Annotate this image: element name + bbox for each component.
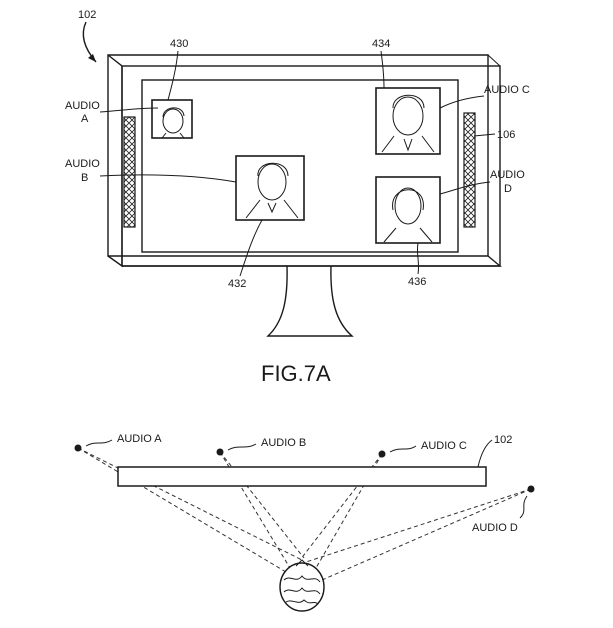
ref-434-leader bbox=[380, 50, 385, 89]
audio-d-label-line2: D bbox=[504, 183, 512, 195]
audio-a-label-line2: A bbox=[81, 113, 89, 125]
right-speaker bbox=[463, 112, 476, 228]
monitor-bottom-side bbox=[122, 255, 502, 267]
ref-434-label: 434 bbox=[372, 38, 390, 50]
figure-7a-caption: FIG.7A bbox=[261, 361, 331, 386]
audio-b-label-line2: B bbox=[81, 172, 88, 184]
left-speaker bbox=[123, 116, 136, 228]
monitor-corner-edge bbox=[487, 54, 501, 67]
display-screen bbox=[141, 79, 459, 253]
figure-7b: 102 AUDIO A AUDIO B AUDIO C AUDIO D bbox=[74, 433, 535, 612]
monitor-left-side bbox=[107, 54, 123, 268]
audio-b-source-leader bbox=[227, 443, 257, 451]
audio-d-source-label: AUDIO D bbox=[472, 522, 518, 534]
audio-a-source-leader bbox=[85, 439, 113, 447]
audio-c-source-point bbox=[378, 450, 386, 458]
display-top-view bbox=[117, 466, 487, 487]
audio-d-source-point bbox=[527, 485, 535, 493]
ref-102-arrowhead bbox=[88, 54, 96, 62]
audio-c-source-leader bbox=[389, 445, 417, 453]
figure-7a: 102 bbox=[65, 9, 530, 386]
tile-432 bbox=[235, 155, 305, 221]
audio-a-source-point bbox=[74, 444, 82, 452]
ref-432-leader bbox=[239, 219, 263, 277]
audio-a-leader bbox=[99, 107, 159, 113]
ref-436-label: 436 bbox=[408, 276, 426, 288]
audio-d-label-line1: AUDIO bbox=[490, 169, 525, 181]
ref-102-leader bbox=[82, 21, 97, 63]
monitor-front-bezel bbox=[121, 65, 501, 267]
ref-106-leader bbox=[473, 133, 496, 137]
ref-436-leader bbox=[416, 242, 420, 275]
audio-d-source-leader bbox=[519, 495, 528, 519]
ref-430-label: 430 bbox=[170, 38, 188, 50]
audio-d-leader bbox=[439, 181, 491, 195]
audio-b-source-point bbox=[216, 448, 224, 456]
ref-106-label: 106 bbox=[497, 129, 515, 141]
audio-b-source-label: AUDIO B bbox=[261, 437, 306, 449]
monitor-stand bbox=[266, 265, 354, 337]
audio-c-label: AUDIO C bbox=[484, 84, 530, 96]
tile-436 bbox=[375, 176, 441, 244]
ref-102-label: 102 bbox=[78, 9, 96, 21]
audio-a-label-line1: AUDIO bbox=[65, 100, 100, 112]
ref-102-topview-leader bbox=[477, 439, 493, 468]
audio-a-source-label: AUDIO A bbox=[117, 433, 162, 445]
ref-102-topview-label: 102 bbox=[494, 434, 512, 446]
audio-c-leader bbox=[439, 95, 485, 109]
audio-b-label-line1: AUDIO bbox=[65, 158, 100, 170]
tile-430 bbox=[151, 99, 193, 139]
tile-434 bbox=[375, 87, 441, 155]
ref-432-label: 432 bbox=[228, 278, 246, 290]
audio-c-source-label: AUDIO C bbox=[421, 440, 467, 452]
audio-b-leader bbox=[99, 174, 237, 183]
listener-head-icon bbox=[279, 559, 325, 612]
ref-430-leader bbox=[167, 50, 179, 101]
